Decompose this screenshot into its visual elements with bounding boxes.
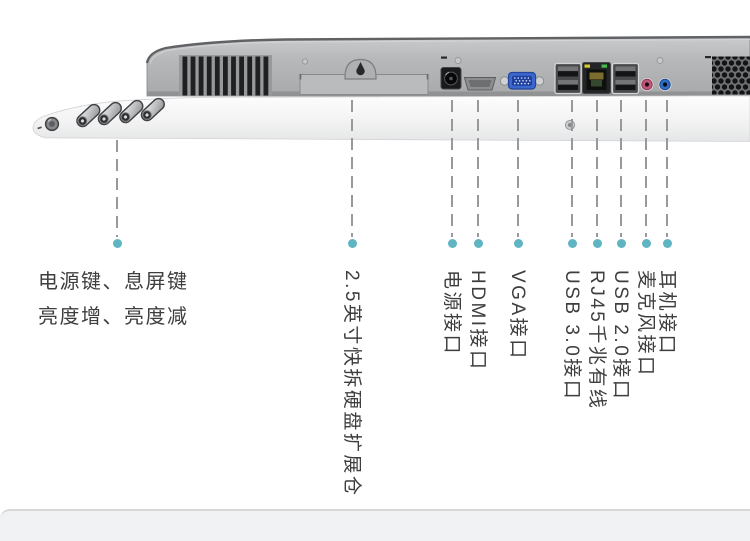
- leader-line: [477, 100, 479, 237]
- brightness-up-button[interactable]: [118, 98, 146, 125]
- callout-dot: [567, 239, 577, 248]
- usb3-dual-port: [554, 62, 582, 95]
- leader-line: [351, 100, 353, 237]
- port-label-text: RJ45千兆有线: [586, 270, 607, 411]
- panel-mark: [705, 56, 711, 59]
- rj45-ethernet-port: [582, 62, 611, 94]
- panel-rivet: [656, 57, 664, 64]
- callout-dot: [473, 239, 483, 248]
- buttons-callout-dot: [112, 239, 122, 248]
- panel-rivet: [301, 58, 308, 65]
- dc-power-port: [440, 67, 462, 90]
- bezel-screw-hole: [564, 119, 576, 131]
- callout-dot: [662, 239, 672, 248]
- panel-mark: [441, 56, 447, 59]
- hdmi-port: [463, 77, 497, 91]
- buttons-label-block: 电源键、息屏键 亮度增、亮度减: [38, 270, 189, 329]
- leader-line: [451, 100, 453, 237]
- leader-line: [645, 100, 647, 237]
- vent-slats: [179, 55, 272, 96]
- leader-line: [517, 100, 519, 237]
- leader-line: [620, 100, 622, 237]
- port-label-text: USB 2.0接口: [610, 270, 631, 402]
- leader-line: [666, 100, 668, 237]
- hex-vent-grille: [712, 56, 750, 95]
- bottom-band: [0, 509, 750, 541]
- leader-line: [596, 100, 598, 237]
- callout-dot: [641, 239, 651, 248]
- callout-dot: [616, 239, 626, 248]
- bezel-notch: [37, 126, 42, 130]
- panel-rivet: [454, 57, 462, 64]
- mic-jack: [639, 77, 655, 92]
- port-label-text: 电源接口: [441, 270, 462, 357]
- headphone-jack: [657, 77, 673, 92]
- drive-bay: [299, 58, 429, 95]
- device-illustration: [32, 35, 750, 142]
- port-label-text: VGA接口: [507, 270, 528, 361]
- port-label-text: 麦克风接口: [635, 270, 656, 378]
- round-side-button[interactable]: [44, 116, 60, 132]
- usb2-dual-port: [611, 62, 640, 95]
- port-label-text: HDMI接口: [467, 270, 488, 372]
- port-label-text: USB 3.0接口: [561, 270, 582, 402]
- callout-dot: [347, 239, 357, 248]
- buttons-leader-line: [116, 140, 118, 237]
- leader-line: [571, 100, 573, 237]
- brightness-down-button[interactable]: [139, 96, 167, 123]
- port-label-text: 耳机接口: [656, 270, 677, 357]
- screen-off-button[interactable]: [96, 100, 124, 127]
- power-button[interactable]: [75, 102, 103, 129]
- callout-dot: [447, 239, 457, 248]
- vga-port: [499, 71, 545, 90]
- port-label-text: 2.5英寸快拆硬盘扩展仓: [341, 270, 362, 498]
- callout-dot: [513, 239, 523, 248]
- bottom-bezel: [32, 95, 750, 142]
- buttons-label-row1: 电源键、息屏键: [38, 271, 189, 293]
- callout-dot: [592, 239, 602, 248]
- buttons-label-row2: 亮度增、亮度减: [38, 306, 189, 328]
